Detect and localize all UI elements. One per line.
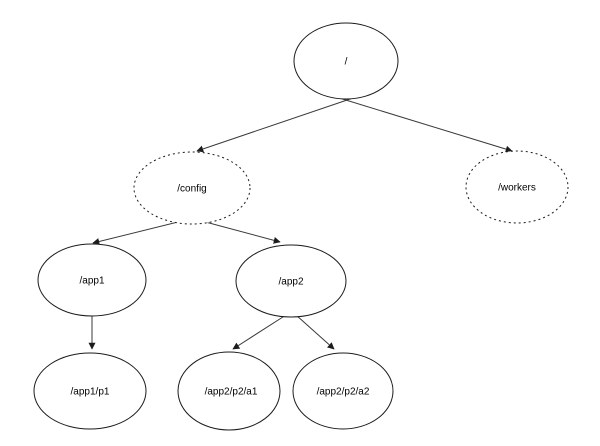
node-workers-label: /workers [498, 183, 536, 194]
node-app2-p2-a2: /app2/p2/a2 [292, 352, 394, 430]
edge-root-to-workers [335, 96, 513, 153]
node-app2-p2-a1: /app2/p2/a1 [177, 351, 281, 431]
node-app2-ellipse [235, 244, 347, 318]
node-workers-ellipse [465, 150, 569, 224]
edges-group [88, 96, 513, 350]
node-app1-ellipse [37, 243, 147, 317]
nodes-group: / /config /workers /app1 /app2 /app1/p1 [33, 22, 569, 431]
edge-config-to-app2 [197, 219, 281, 244]
node-config-ellipse [133, 151, 251, 225]
node-app1-p1-ellipse [33, 352, 147, 430]
edge-config-to-app1 [92, 219, 187, 245]
node-app2: /app2 [235, 244, 347, 318]
node-app1-p1: /app1/p1 [33, 352, 147, 430]
edge-app2-to-app2-p2-a2 [295, 314, 335, 350]
node-config-label: /config [177, 184, 206, 195]
edge-root-to-config [196, 96, 357, 153]
node-app1: /app1 [37, 243, 147, 317]
node-app2-p2-a2-label: /app2/p2/a2 [317, 387, 370, 398]
node-app2-p2-a1-label: /app2/p2/a1 [205, 387, 258, 398]
node-app1-p1-label: /app1/p1 [71, 387, 110, 398]
edge-app2-to-app2-p2-a1 [232, 314, 287, 350]
node-root-label: / [345, 57, 348, 68]
node-config: /config [133, 151, 251, 225]
node-app2-p2-a2-ellipse [292, 352, 394, 430]
node-app1-label: /app1 [79, 276, 104, 287]
node-app2-p2-a1-ellipse [177, 351, 281, 431]
node-root: / [293, 22, 399, 100]
node-workers: /workers [465, 150, 569, 224]
node-app2-label: /app2 [278, 277, 303, 288]
node-root-ellipse [293, 22, 399, 100]
